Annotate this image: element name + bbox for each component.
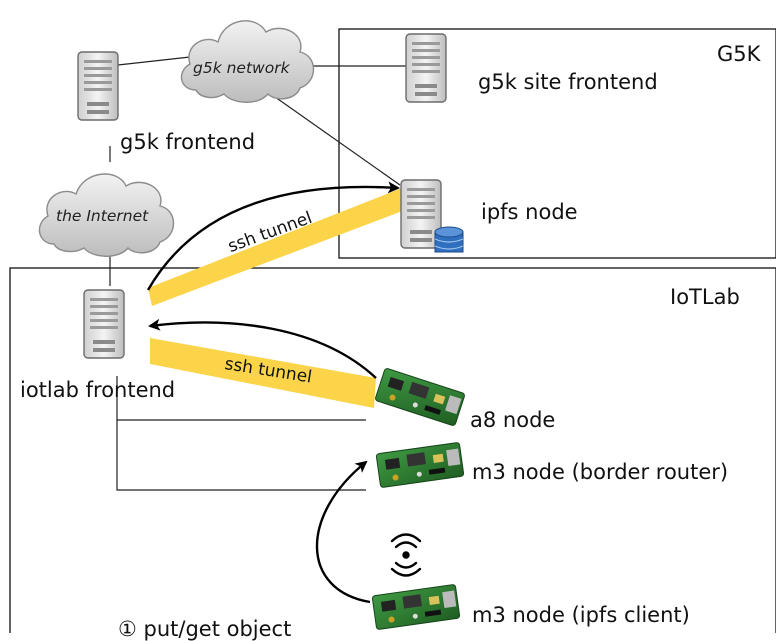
ssh-tunnel-lower-arrow xyxy=(148,318,377,379)
m3-ipfs-client-board-icon xyxy=(371,583,461,631)
a8-node-label: a8 node xyxy=(470,408,556,432)
g5k-region-label: G5K xyxy=(717,42,761,66)
connection-lines xyxy=(109,56,408,491)
g5k-site-frontend-server-icon xyxy=(405,33,447,103)
g5k-frontend-server-icon xyxy=(77,51,119,121)
ipfs-node-label: ipfs node xyxy=(481,200,578,224)
internet-cloud-label: the Internet xyxy=(56,207,149,225)
m3-ipfs-client-label: m3 node (ipfs client) xyxy=(472,603,690,627)
ssh-tunnel-lower-band xyxy=(150,338,376,408)
wireless-signal-icon xyxy=(390,533,422,577)
ssh-tunnel-upper-arrow xyxy=(146,181,400,291)
g5k-network-cloud-label: g5k network xyxy=(193,59,290,77)
g5k-site-frontend-label: g5k site frontend xyxy=(478,70,658,94)
internet-cloud-icon xyxy=(38,173,175,257)
g5k-network-cloud-icon xyxy=(180,20,315,103)
g5k-region-box xyxy=(338,28,776,259)
iotlab-region-box xyxy=(9,267,776,633)
put-get-object-label: ① put/get object xyxy=(118,617,292,641)
database-icon xyxy=(434,226,464,253)
m3-border-router-board-icon xyxy=(375,441,465,489)
iotlab-frontend-server-icon xyxy=(83,289,125,359)
iotlab-region-label: IoTLab xyxy=(670,285,740,309)
iotlab-frontend-label: iotlab frontend xyxy=(20,378,176,402)
g5k-frontend-label: g5k frontend xyxy=(120,130,256,154)
m3-border-router-label: m3 node (border router) xyxy=(472,460,729,484)
ssh-tunnel-upper-band xyxy=(148,188,405,306)
a8-node-board-icon xyxy=(374,367,466,427)
put-get-arrow xyxy=(315,460,371,604)
